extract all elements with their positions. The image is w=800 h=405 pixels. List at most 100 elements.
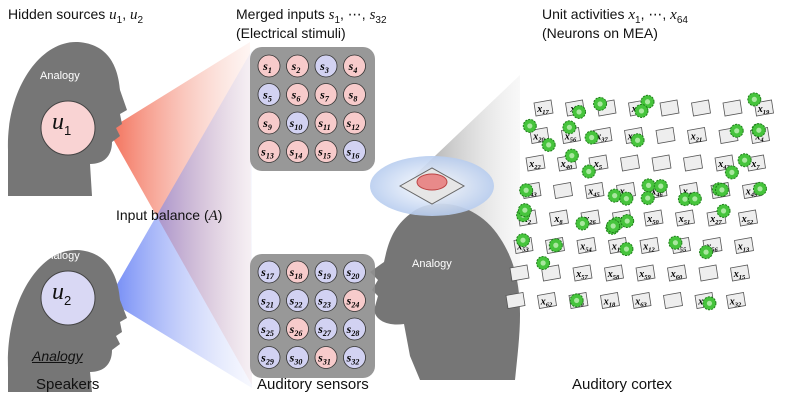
electrode: x8: [549, 209, 569, 227]
node-label: s2: [291, 59, 301, 75]
electrical-stimuli-note: (Electrical stimuli): [236, 25, 346, 41]
neuron: [572, 104, 587, 119]
node-s18: s18: [286, 260, 309, 284]
electrode: x54: [576, 237, 597, 254]
neuron: [716, 203, 731, 218]
merged-inputs-header: Merged inputs s1, ⋯, s32: [236, 6, 387, 26]
node-label: s3: [319, 59, 329, 75]
node-s9: s9: [257, 111, 281, 135]
electrode: x13: [734, 237, 754, 254]
electrode: x20: [529, 127, 550, 144]
node-s27: s27: [314, 317, 338, 341]
electrode: [698, 264, 719, 282]
node-label: s5: [262, 88, 272, 104]
node-label: s1: [262, 59, 272, 75]
analogy-underlined-label: Analogy: [32, 348, 83, 364]
electrode: [509, 264, 530, 282]
node-s7: s7: [314, 83, 338, 106]
neuron: [630, 133, 645, 148]
neuron: [564, 148, 579, 163]
node-s8: s8: [343, 83, 366, 106]
speaker-1-analogy: Analogy: [40, 70, 80, 82]
electrode: x22: [525, 154, 546, 172]
speakers-label: Speakers: [36, 376, 100, 393]
node-s16: s16: [343, 140, 366, 163]
neuron: [729, 123, 744, 138]
neuron: [737, 153, 752, 168]
neuron: [562, 120, 577, 135]
node-s13: s13: [257, 140, 281, 163]
input-balance-label: Input balance (A): [116, 207, 223, 224]
listener-head: [370, 203, 521, 380]
node-label: s7: [319, 88, 330, 104]
electrode: [553, 182, 573, 199]
node-s31: s31: [314, 346, 338, 369]
listener-analogy: Analogy: [412, 258, 452, 270]
node-s25: s25: [257, 317, 281, 341]
neuron: [724, 165, 739, 180]
unit-activities-header: Unit activities x1, ⋯, x64: [542, 6, 688, 26]
electrode: x62: [537, 292, 557, 309]
electrode: [683, 154, 703, 172]
node-s30: s30: [286, 346, 309, 369]
neuron: [619, 242, 634, 257]
node-s24: s24: [343, 289, 366, 312]
neuron: [620, 214, 635, 229]
electrode: [663, 292, 683, 309]
neuron: [751, 123, 766, 138]
neuron: [515, 233, 530, 248]
node-s19: s19: [314, 260, 338, 284]
electrode: [620, 154, 640, 172]
neuron: [584, 130, 599, 145]
stimuli-grid-box: [250, 47, 375, 171]
neuron: [541, 137, 556, 152]
node-s28: s28: [343, 317, 366, 341]
electrode: x58: [604, 264, 624, 282]
node-s21: s21: [257, 289, 281, 312]
neuron: [752, 181, 767, 196]
electrode: x59: [635, 264, 656, 282]
source-u2-node: [40, 270, 96, 326]
neuron: [519, 183, 534, 198]
electrode: x51: [675, 209, 695, 227]
node-s32: s32: [343, 346, 366, 369]
electrode: [505, 292, 526, 309]
neuron: [606, 218, 621, 233]
neuron: [517, 203, 532, 218]
neuron: [653, 179, 668, 194]
source-u1-label: u1: [52, 109, 72, 138]
source-u1-node: [40, 100, 96, 156]
neuron: [634, 103, 649, 118]
neuron: [747, 92, 762, 107]
electrode: [691, 99, 711, 117]
node-s10: s10: [286, 111, 309, 135]
electrode: x50: [643, 209, 664, 227]
node-s2: s2: [286, 54, 309, 78]
neuron: [699, 245, 714, 260]
neuron: [522, 118, 537, 133]
node-s11: s11: [314, 111, 338, 135]
electrode: x32: [726, 292, 746, 309]
node-s6: s6: [286, 83, 309, 106]
neuron: [687, 191, 702, 206]
neuron: [607, 188, 622, 203]
mea-dish: [416, 173, 448, 191]
neuron: [641, 178, 656, 193]
electrode: [655, 127, 676, 144]
node-s26: s26: [286, 317, 309, 341]
neuron: [619, 191, 634, 206]
node-label: s9: [262, 116, 272, 132]
electrode-label: x8: [553, 214, 563, 226]
electrode: x63: [631, 292, 652, 309]
node-label: s6: [291, 88, 301, 104]
neuron: [581, 164, 596, 179]
electrode: x5: [588, 154, 609, 172]
node-s1: s1: [257, 54, 281, 78]
node-s15: s15: [314, 140, 338, 163]
node-s3: s3: [314, 54, 338, 78]
neurons-on-mea-note: (Neurons on MEA): [542, 25, 658, 41]
node-label: s8: [348, 88, 358, 104]
